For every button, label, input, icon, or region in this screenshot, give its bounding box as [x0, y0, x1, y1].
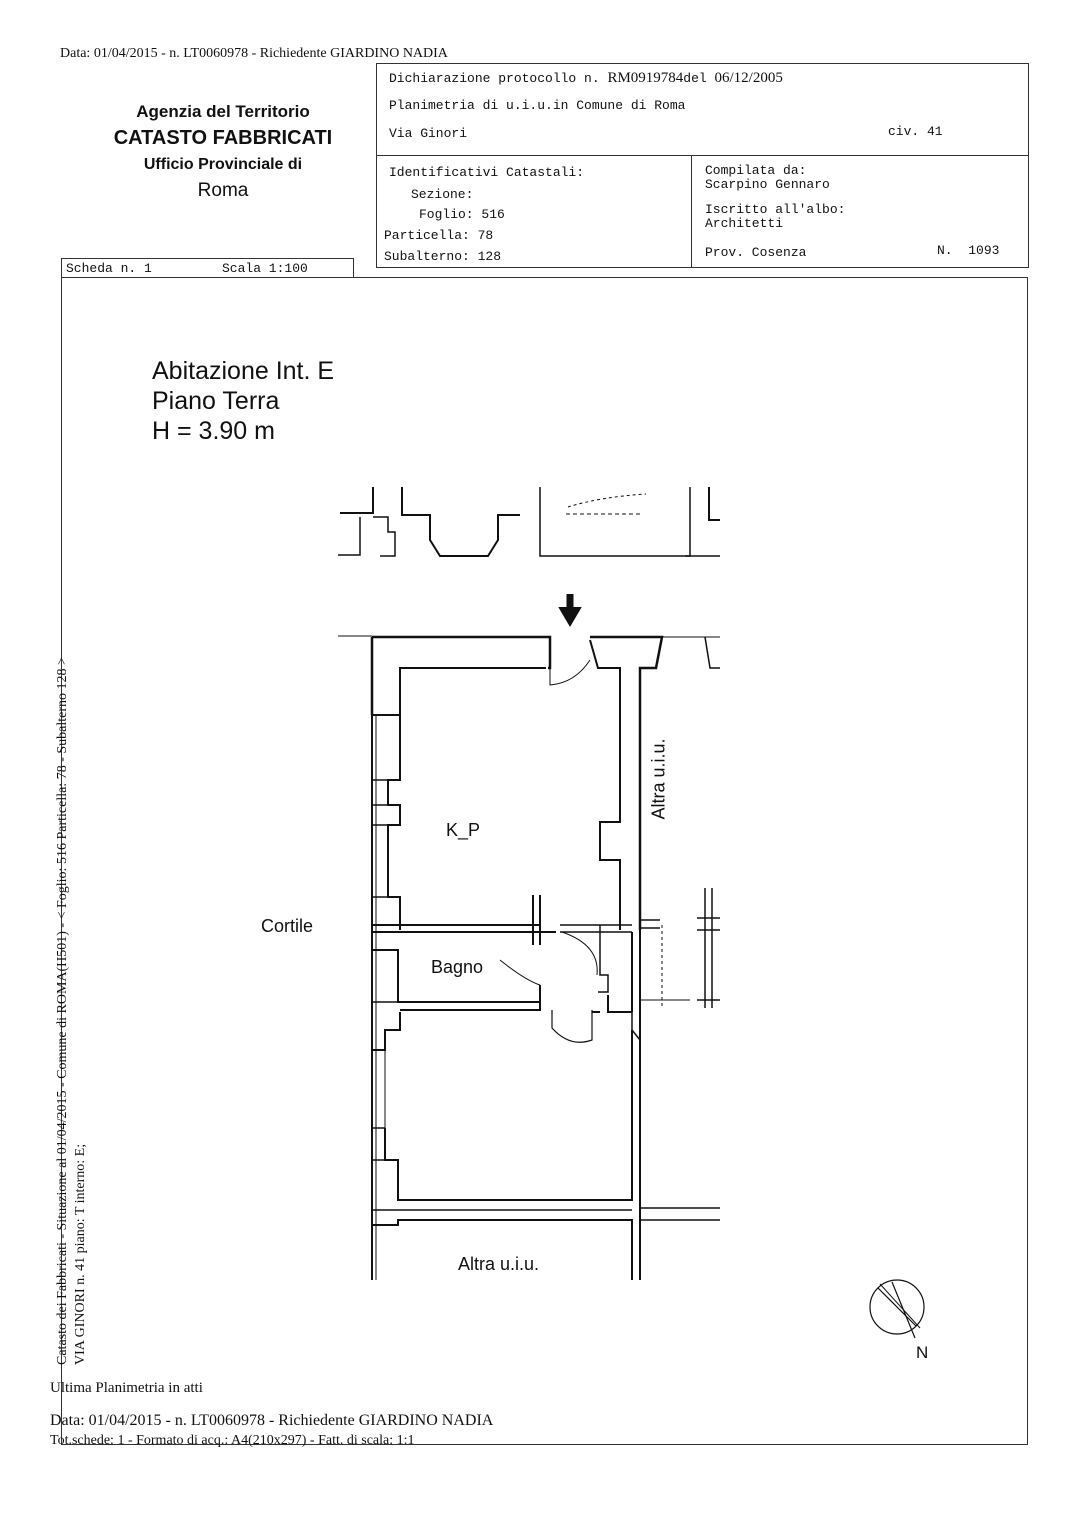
compilata-prov: Prov. Cosenza	[705, 245, 807, 260]
footer-data-line: Data: 01/04/2015 - n. LT0060978 - Richie…	[50, 1412, 494, 1429]
room-label-kp: K_P	[446, 820, 481, 840]
header-line: Data: 01/04/2015 - n. LT0060978 - Richie…	[60, 46, 448, 61]
compilata-n-label: N.	[937, 243, 953, 258]
agency-name: Agenzia del Territorio	[136, 102, 310, 121]
drawing-frame	[61, 277, 1028, 1445]
footer-ultima: Ultima Planimetria in atti	[50, 1380, 203, 1396]
scheda-scala: Scala 1:100	[222, 261, 308, 276]
protocol-label: Dichiarazione protocollo n. RM0919784del…	[389, 70, 783, 87]
label-altra-uiu-right: Altra u.i.u.	[648, 738, 669, 820]
plan-title-line2: Piano Terra	[152, 387, 280, 415]
north-label: N	[916, 1343, 929, 1362]
label-cortile: Cortile	[261, 916, 314, 936]
plan-title-line1: Abitazione Int. E	[152, 357, 335, 385]
label-altra-uiu-bottom: Altra u.i.u.	[458, 1254, 540, 1274]
agency-catasto: CATASTO FABBRICATI	[113, 127, 333, 149]
compilata-box	[691, 155, 1029, 268]
identificativi-foglio: Foglio: 516	[419, 207, 505, 222]
compilata-name: Scarpino Gennaro	[705, 177, 830, 192]
agency-ufficio: Ufficio Provinciale di	[143, 156, 303, 173]
identificativi-subalterno: Subalterno: 128	[384, 249, 502, 264]
compilata-n: N. 1093	[937, 243, 999, 258]
protocol-civ: civ. 41	[888, 124, 943, 139]
protocol-dichiarazione-label: Dichiarazione protocollo n.	[389, 71, 600, 86]
plan-title-line3: H = 3.90 m	[152, 417, 275, 445]
protocol-number: RM0919784	[607, 70, 684, 86]
compilata-albo: Architetti	[705, 216, 784, 231]
protocol-planimetria: Planimetria di u.i.u.in Comune di Roma	[389, 98, 686, 113]
side-text-line2: VIA GINORI n. 41 piano: T interno: E;	[73, 1143, 88, 1365]
room-label-bagno: Bagno	[431, 957, 484, 977]
scheda-number: Scheda n. 1	[66, 261, 152, 276]
identificativi-particella: Particella: 78	[384, 228, 494, 243]
side-text-line1: Catasto dei Fabbricati - Situazione al 0…	[55, 657, 70, 1365]
protocol-via: Via Ginori	[389, 126, 468, 141]
identificativi-title: Identificativi Catastali:	[389, 165, 585, 180]
compilata-n-value: 1093	[968, 243, 1000, 258]
agency-city: Roma	[197, 180, 249, 201]
footer-tot-line: Tot.schede: 1 - Formato di acq.: A4(210x…	[50, 1433, 415, 1448]
compilata-label: Compilata da:	[705, 163, 807, 178]
protocol-del-label: del	[683, 71, 707, 86]
identificativi-sezione: Sezione:	[411, 187, 474, 202]
compilata-iscritto: Iscritto all'albo:	[705, 202, 846, 217]
protocol-date: 06/12/2005	[714, 70, 783, 86]
